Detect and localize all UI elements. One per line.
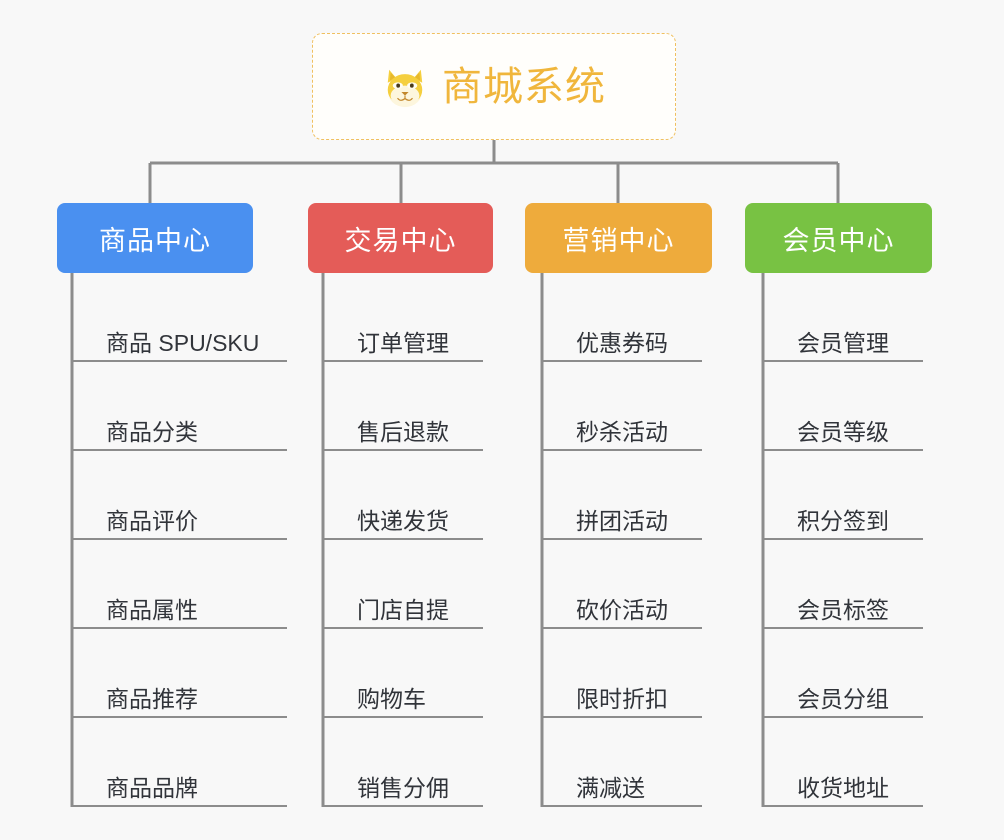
leaf-underline bbox=[542, 805, 702, 807]
leaf-item-label: 购物车 bbox=[357, 685, 426, 712]
leaf-item-label: 会员等级 bbox=[797, 418, 889, 445]
leaf-item[interactable]: 商品 SPU/SKU bbox=[72, 273, 287, 362]
leaf-item[interactable]: 门店自提 bbox=[323, 540, 493, 629]
root-node[interactable]: 商城系统 bbox=[312, 33, 676, 140]
leaf-item-label: 售后退款 bbox=[357, 418, 449, 445]
leaf-item[interactable]: 秒杀活动 bbox=[542, 362, 712, 451]
shiba-dog-face-icon bbox=[382, 64, 428, 110]
leaf-item-label: 限时折扣 bbox=[576, 685, 668, 712]
leaf-item[interactable]: 收货地址 bbox=[763, 718, 932, 807]
category-box[interactable]: 营销中心 bbox=[525, 203, 712, 273]
leaf-underline bbox=[542, 716, 702, 718]
leaf-list: 商品 SPU/SKU 商品分类商品评价商品属性商品推荐商品品牌 bbox=[72, 273, 287, 807]
leaf-item[interactable]: 会员分组 bbox=[763, 629, 932, 718]
leaf-underline bbox=[542, 360, 702, 362]
leaf-underline bbox=[763, 805, 923, 807]
category-box[interactable]: 会员中心 bbox=[745, 203, 932, 273]
leaf-item-label: 商品推荐 bbox=[106, 685, 198, 712]
category-column: 会员中心会员管理会员等级积分签到会员标签会员分组收货地址 bbox=[745, 203, 932, 807]
leaf-underline bbox=[763, 716, 923, 718]
leaf-item[interactable]: 购物车 bbox=[323, 629, 493, 718]
leaf-item[interactable]: 商品分类 bbox=[72, 362, 287, 451]
leaf-underline bbox=[542, 449, 702, 451]
leaf-item[interactable]: 商品品牌 bbox=[72, 718, 287, 807]
leaf-underline bbox=[323, 716, 483, 718]
category-label: 营销中心 bbox=[562, 225, 675, 256]
leaf-item[interactable]: 销售分佣 bbox=[323, 718, 493, 807]
leaf-item-label: 会员管理 bbox=[797, 329, 889, 356]
leaf-underline bbox=[763, 538, 923, 540]
leaf-item[interactable]: 砍价活动 bbox=[542, 540, 712, 629]
leaf-underline bbox=[323, 805, 483, 807]
leaf-underline bbox=[72, 360, 287, 362]
leaf-underline bbox=[763, 627, 923, 629]
leaf-underline bbox=[72, 716, 287, 718]
leaf-item[interactable]: 订单管理 bbox=[323, 273, 493, 362]
leaf-item[interactable]: 积分签到 bbox=[763, 451, 932, 540]
leaf-item[interactable]: 会员等级 bbox=[763, 362, 932, 451]
leaf-list: 会员管理会员等级积分签到会员标签会员分组收货地址 bbox=[763, 273, 932, 807]
leaf-item[interactable]: 满减送 bbox=[542, 718, 712, 807]
leaf-item-label: 商品评价 bbox=[106, 507, 198, 534]
leaf-item[interactable]: 会员管理 bbox=[763, 273, 932, 362]
leaf-item-label: 拼团活动 bbox=[576, 507, 668, 534]
leaf-item-label: 砍价活动 bbox=[576, 596, 668, 623]
leaf-item[interactable]: 商品评价 bbox=[72, 451, 287, 540]
leaf-item[interactable]: 优惠券码 bbox=[542, 273, 712, 362]
leaf-underline bbox=[323, 360, 483, 362]
category-box[interactable]: 商品中心 bbox=[57, 203, 253, 273]
leaf-item-label: 会员分组 bbox=[797, 685, 889, 712]
leaf-item-label: 积分签到 bbox=[797, 507, 889, 534]
leaf-underline bbox=[763, 360, 923, 362]
leaf-list: 优惠券码秒杀活动拼团活动砍价活动限时折扣满减送 bbox=[542, 273, 712, 807]
leaf-item-label: 订单管理 bbox=[357, 329, 449, 356]
leaf-item-label: 会员标签 bbox=[797, 596, 889, 623]
leaf-item-label: 快递发货 bbox=[357, 507, 449, 534]
leaf-underline bbox=[72, 538, 287, 540]
leaf-item[interactable]: 会员标签 bbox=[763, 540, 932, 629]
leaf-item[interactable]: 商品属性 bbox=[72, 540, 287, 629]
leaf-item[interactable]: 售后退款 bbox=[323, 362, 493, 451]
leaf-underline bbox=[72, 449, 287, 451]
leaf-underline bbox=[72, 805, 287, 807]
leaf-item-label: 商品品牌 bbox=[106, 774, 198, 801]
category-box[interactable]: 交易中心 bbox=[308, 203, 493, 273]
category-label: 商品中心 bbox=[99, 225, 211, 256]
category-label: 交易中心 bbox=[344, 225, 457, 256]
leaf-item-label: 秒杀活动 bbox=[576, 418, 668, 445]
root-title: 商城系统 bbox=[442, 64, 606, 109]
leaf-item[interactable]: 限时折扣 bbox=[542, 629, 712, 718]
leaf-item-label: 门店自提 bbox=[357, 596, 449, 623]
leaf-underline bbox=[72, 627, 287, 629]
leaf-item[interactable]: 拼团活动 bbox=[542, 451, 712, 540]
leaf-underline bbox=[542, 627, 702, 629]
leaf-item-label: 商品分类 bbox=[106, 418, 198, 445]
leaf-item[interactable]: 商品推荐 bbox=[72, 629, 287, 718]
category-column: 交易中心订单管理售后退款快递发货门店自提购物车销售分佣 bbox=[308, 203, 493, 807]
leaf-list: 订单管理售后退款快递发货门店自提购物车销售分佣 bbox=[323, 273, 493, 807]
leaf-underline bbox=[542, 538, 702, 540]
leaf-underline bbox=[323, 449, 483, 451]
leaf-item-label: 满减送 bbox=[576, 774, 645, 801]
leaf-item-label: 收货地址 bbox=[797, 774, 889, 801]
leaf-item-label: 商品 SPU/SKU bbox=[106, 329, 260, 356]
leaf-item-label: 销售分佣 bbox=[357, 774, 449, 801]
leaf-item[interactable]: 快递发货 bbox=[323, 451, 493, 540]
category-column: 营销中心优惠券码秒杀活动拼团活动砍价活动限时折扣满减送 bbox=[525, 203, 712, 807]
leaf-underline bbox=[323, 538, 483, 540]
leaf-item-label: 优惠券码 bbox=[576, 329, 668, 356]
leaf-underline bbox=[763, 449, 923, 451]
category-column: 商品中心商品 SPU/SKU 商品分类商品评价商品属性商品推荐商品品牌 bbox=[57, 203, 287, 807]
leaf-underline bbox=[323, 627, 483, 629]
category-label: 会员中心 bbox=[782, 225, 895, 256]
leaf-item-label: 商品属性 bbox=[106, 596, 198, 623]
